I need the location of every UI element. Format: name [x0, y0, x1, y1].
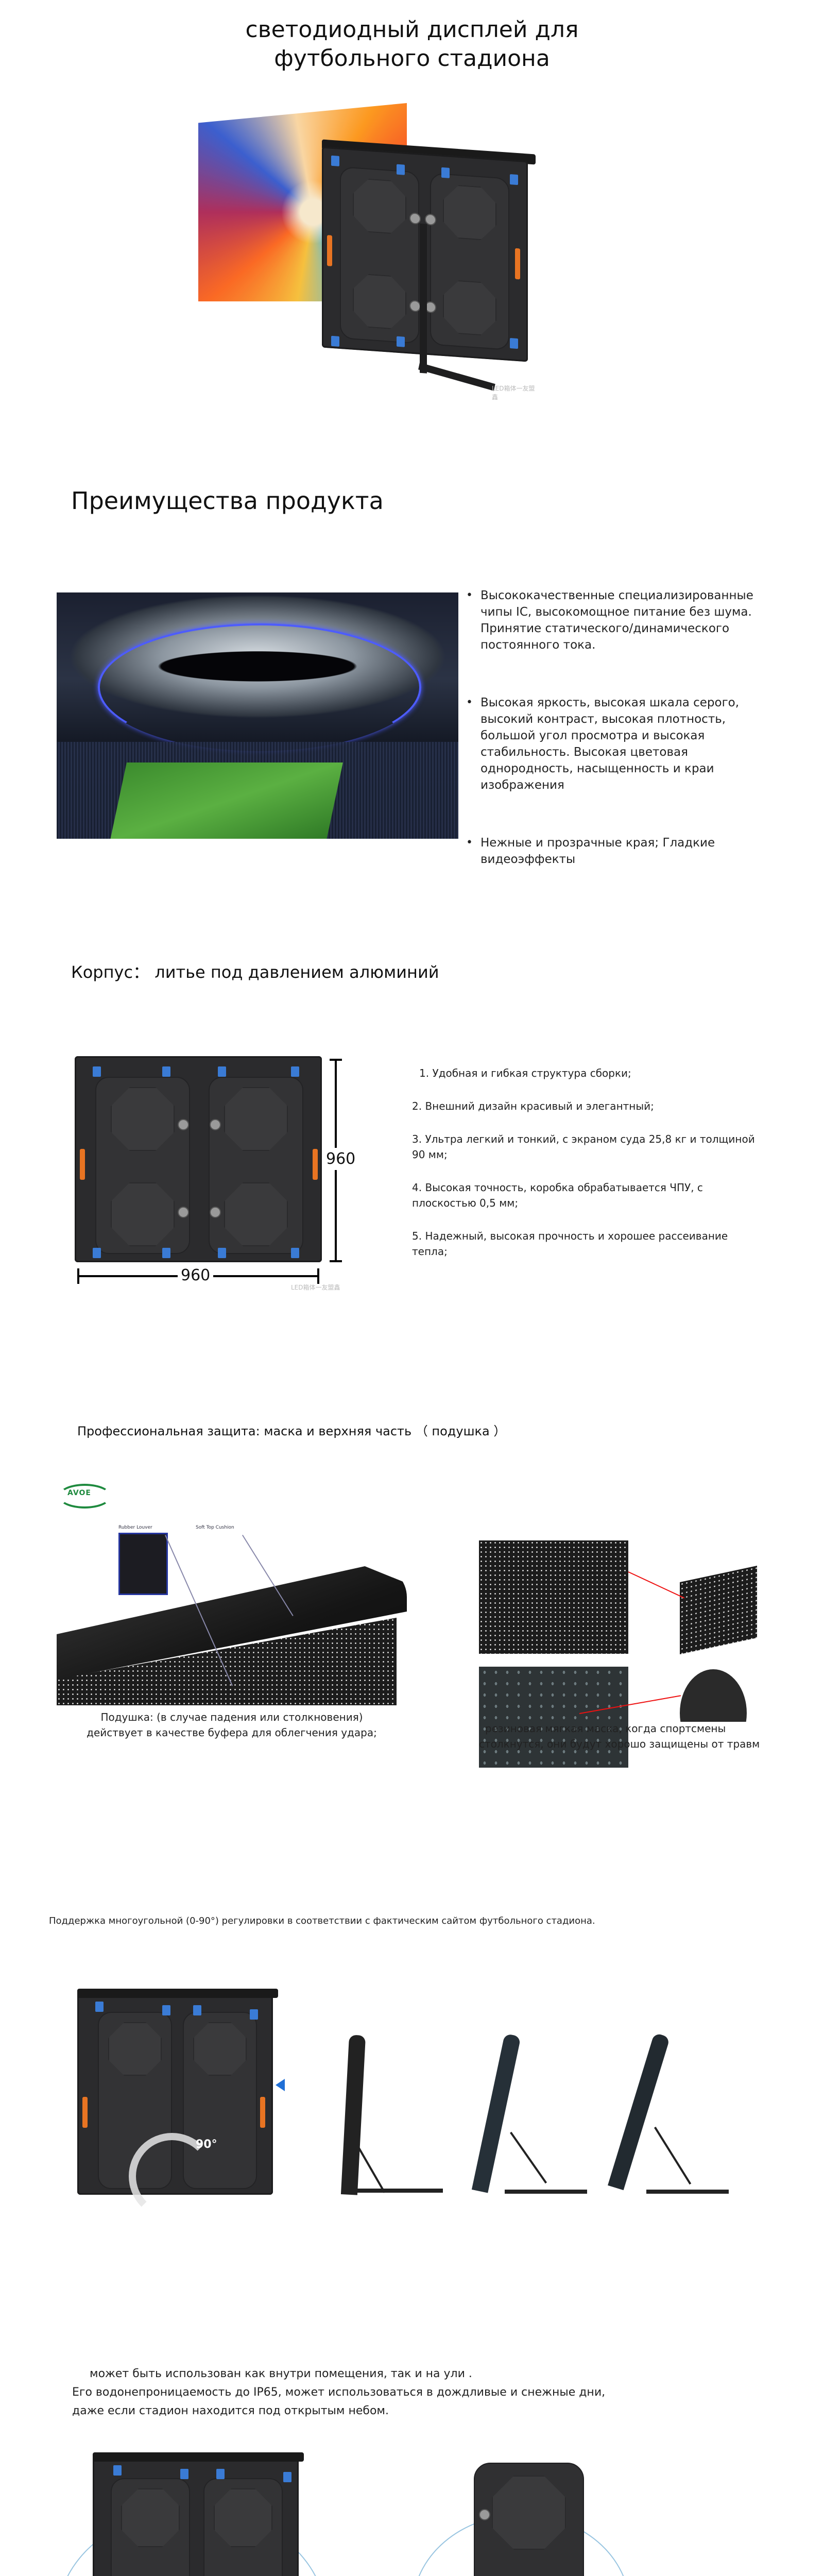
cabinet-features-list: 1. Удобная и гибкая структура сборки; 2.… [412, 1065, 762, 1277]
stand-leg [420, 223, 427, 374]
waterproof-module-image: LED箱体一友盟鑫 [402, 2452, 680, 2576]
protection-heading: Профессиональная защита: маска и верхняя… [77, 1424, 506, 1438]
hero-title-line1: светодиодный дисплей для [245, 16, 579, 43]
cushion-caption-line2: действует в качестве буфера для облегчен… [87, 1726, 377, 1739]
advantages-heading: Преимущества продукта [71, 487, 384, 515]
stadium-photo [57, 592, 458, 839]
logo-text: AVOE [67, 1489, 91, 1497]
waterproof-cabinet-front-image [57, 2437, 345, 2576]
hero-title-line2: футбольного стадиона [274, 45, 550, 72]
waterproof-line2: Его водонепроницаемость до IP65, может и… [72, 2386, 606, 2399]
height-dimension-label: 960 [326, 1148, 356, 1170]
feature-item: 1. Удобная и гибкая структура сборки; [419, 1067, 631, 1079]
width-dimension-label: 960 [178, 1266, 214, 1284]
angle-cabinet-image: 90° [67, 1989, 285, 2219]
avoe-logo: AVOE [58, 1484, 111, 1509]
hero-product-image: LED箱体一友盟鑫 [198, 85, 538, 404]
arrow-left-icon [276, 2079, 285, 2091]
cabinet-dimension-image: 960 960 LED箱体一友盟鑫 [75, 1056, 363, 1293]
rubber-mask-caption-line2: столкнутся, они будут хорошо защищены от… [479, 1738, 760, 1750]
angle-heading: Поддержка многоугольной (0-90°) регулиро… [49, 1916, 595, 1926]
feature-item: 4. Высокая точность, коробка обрабатывае… [412, 1181, 703, 1209]
advantage-item: Высокая яркость, высокая шкала серого, в… [466, 694, 775, 793]
cabinet-heading: Корпус： литье под давлением алюминий [71, 962, 439, 982]
callout-arrow [628, 1571, 685, 1599]
advantage-item: Высококачественные специализированные чи… [466, 587, 775, 653]
cushion-image: Rubber Louver Soft Top Cushion [57, 1515, 407, 1710]
rubber-louver-label: Rubber Louver [118, 1525, 152, 1530]
football-pitch [110, 762, 343, 839]
feature-item: 2. Внешний дизайн красивый и элегантный; [412, 1100, 654, 1112]
cushion-caption-line1: Подушка: (в случае падения или столкнове… [100, 1711, 363, 1723]
rubber-mask-images [479, 1510, 762, 1768]
led-module-closeup [479, 1540, 628, 1654]
rubber-mask-caption-line1: резиновая мягкая маска, когда спортсмены [485, 1722, 726, 1735]
feature-item: 3. Ультра легкий и тонкий, с экраном суд… [412, 1133, 755, 1161]
watermark-text: LED箱体一友盟鑫 [291, 1284, 340, 1291]
led-module-angled [680, 1566, 757, 1654]
side-view-tilted [471, 2033, 597, 2200]
rubber-mask-closeup [479, 1667, 628, 1768]
angle-label: 90° [196, 2138, 217, 2151]
cabinet-rear-image [322, 139, 536, 391]
rubber-mask-caption: резиновая мягкая маска, когда спортсмены… [479, 1721, 809, 1752]
side-view-upright [330, 2035, 453, 2200]
stand-foot [418, 362, 495, 391]
cushion-caption: Подушка: (в случае падения или столкнове… [52, 1709, 412, 1740]
waterproof-line1: может быть использован как внутри помеще… [90, 2367, 472, 2380]
soft-top-cushion-label: Soft Top Cushion [196, 1525, 234, 1530]
feature-item: 5. Надежный, высокая прочность и хорошее… [412, 1230, 728, 1258]
waterproof-line3: даже если стадион находится под открытым… [72, 2404, 389, 2417]
rubber-louver-inset [118, 1533, 168, 1595]
advantages-list: Высококачественные специализированные чи… [466, 587, 775, 868]
hero-title: светодиодный дисплей для футбольного ста… [154, 15, 670, 73]
waterproof-description: может быть использован как внутри помеще… [72, 2365, 690, 2420]
advantage-item: Нежные и прозрачные края; Гладкие видеоэ… [466, 835, 775, 868]
watermark-text: LED箱体一友盟鑫 [492, 385, 535, 401]
side-view-more-tilted [608, 2032, 742, 2200]
led-ring-lights [98, 623, 421, 751]
